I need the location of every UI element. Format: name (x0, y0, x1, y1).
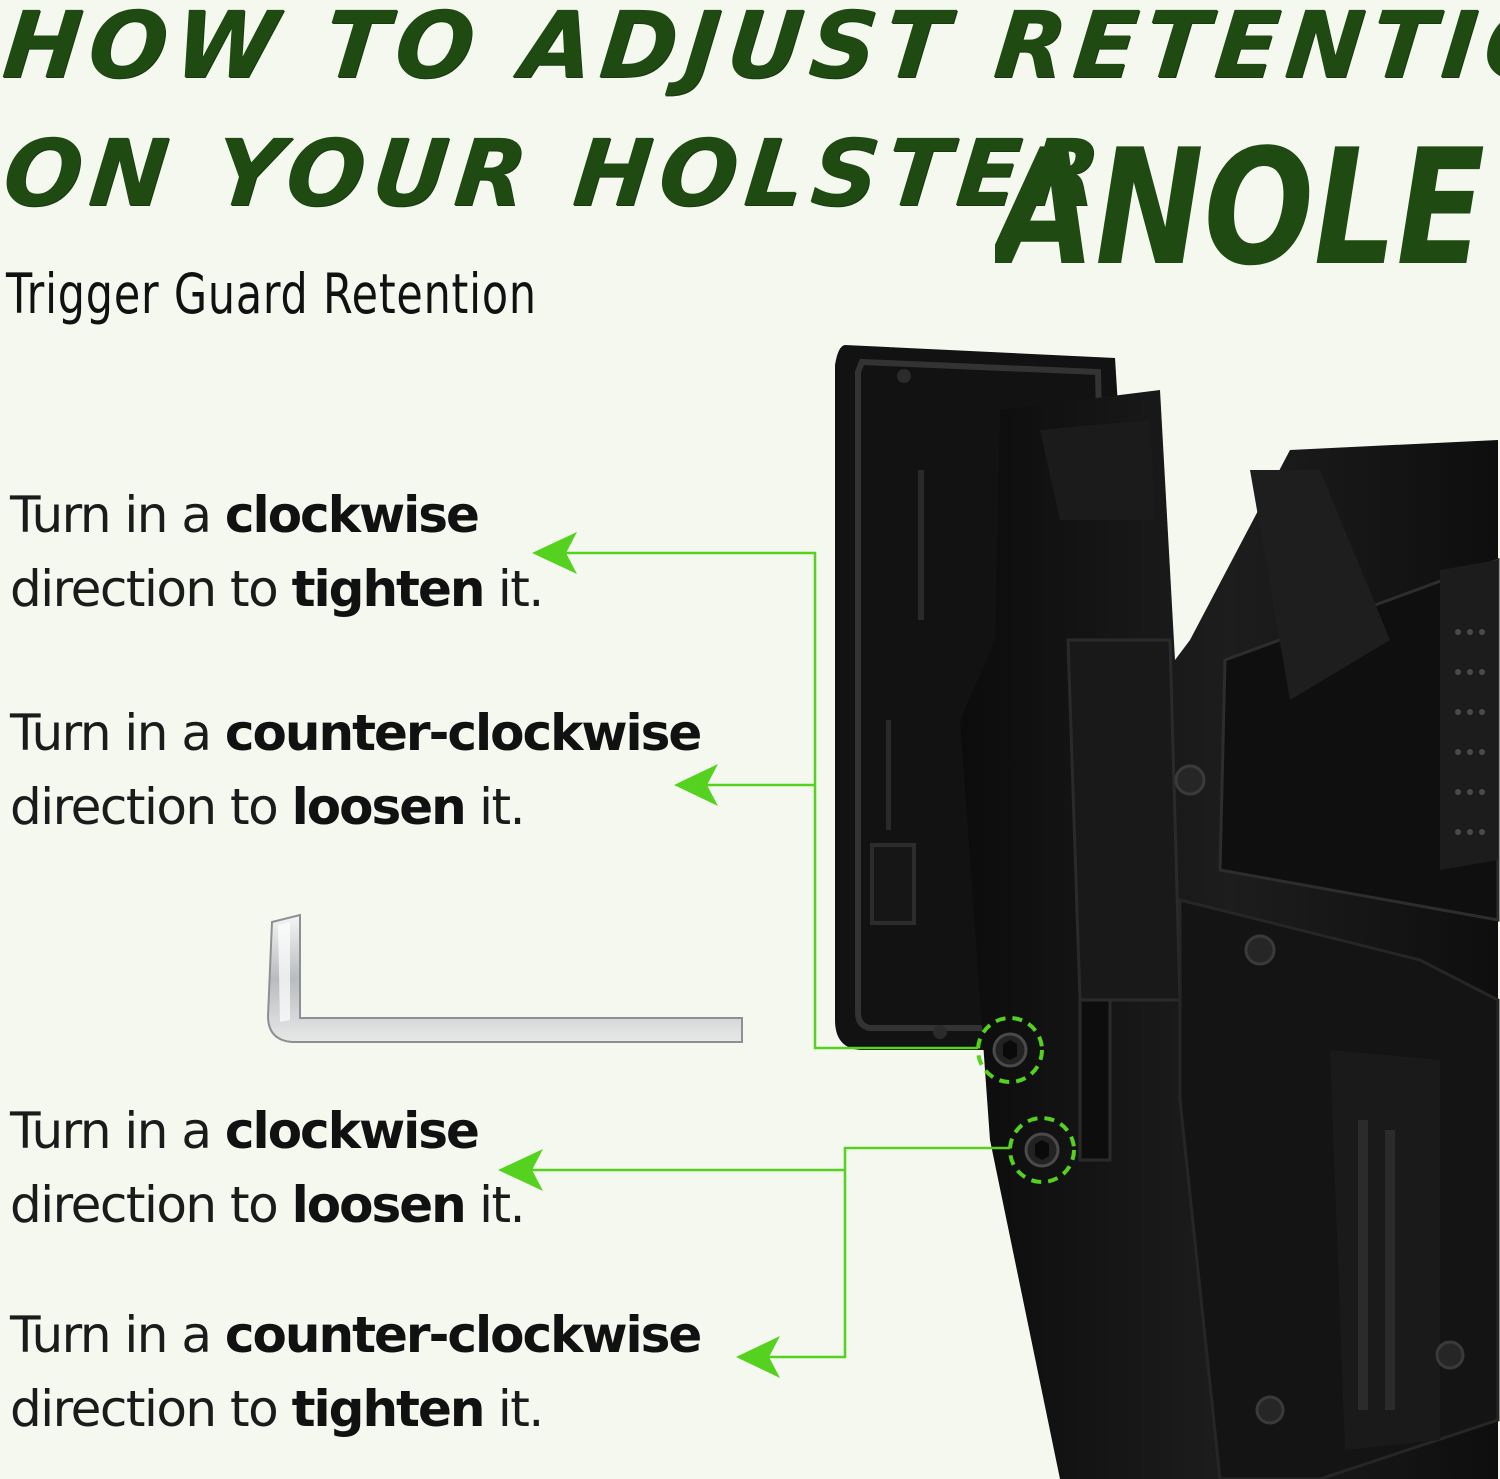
arrow-left-icon (674, 764, 718, 806)
lower-screw (1024, 1132, 1060, 1168)
arrow-left-icon (736, 1336, 780, 1378)
action-text: tighten (291, 1380, 486, 1438)
screw-highlight-icon (1008, 1116, 1076, 1184)
holster-shell (960, 390, 1500, 1479)
arrow-left-icon (498, 1149, 543, 1191)
arrow-left-icon (532, 532, 577, 574)
hex-key-icon (266, 913, 743, 1043)
screw-highlight-icon (976, 1016, 1044, 1084)
action-text: loosen (291, 778, 467, 836)
direction-text: counter-clockwise (224, 1306, 702, 1364)
subtitle: Trigger Guard Retention (6, 262, 537, 326)
upper-screw-leader (560, 551, 978, 1050)
direction-text: counter-clockwise (224, 704, 702, 762)
action-text: tighten (291, 560, 486, 618)
upper-screw (992, 1032, 1028, 1068)
brand-logo-text: ANOLE (995, 114, 1485, 268)
action-text: loosen (291, 1176, 467, 1234)
brand-logo: ANOLE (995, 114, 1485, 268)
direction-text: clockwise (224, 1102, 480, 1160)
lower-screw-leader (525, 1146, 1010, 1359)
direction-text: clockwise (224, 486, 480, 544)
